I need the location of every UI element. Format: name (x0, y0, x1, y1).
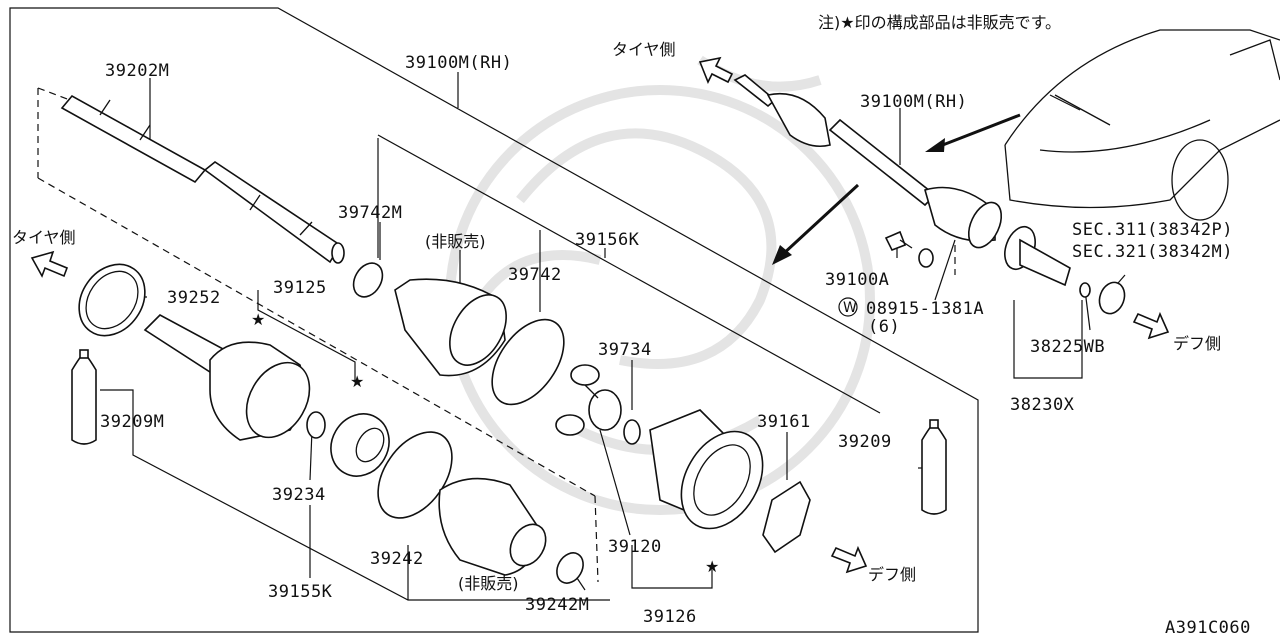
part-boot-lower (438, 477, 547, 576)
part-grease-tube-39209m (71, 349, 97, 445)
part-grease-tube-39209 (921, 419, 947, 515)
washer-symbol-circle (838, 297, 858, 317)
part-oil-seal (1098, 281, 1126, 315)
leader-lines (125, 72, 1126, 600)
part-label-39120[interactable]: 39120 (608, 537, 662, 557)
shaft-dash-line-2 (37, 177, 596, 497)
part-label-39209m[interactable]: 39209M (100, 412, 164, 432)
label-direction-tire-left: タイヤ側 (12, 228, 76, 247)
part-label-39100m-rh-left[interactable]: 39100M(RH) (405, 53, 512, 73)
arrow-direction-diff-right (1132, 311, 1170, 340)
part-label-39209[interactable]: 39209 (838, 432, 892, 452)
part-ring-39252 (78, 263, 146, 337)
part-label-39734[interactable]: 39734 (598, 340, 652, 360)
part-label-39242m[interactable]: 39242M (525, 595, 589, 615)
part-label-39125[interactable]: 39125 (273, 278, 327, 298)
group-39156k-top (377, 134, 881, 414)
part-label-39100a[interactable]: 39100A (825, 270, 889, 290)
arrow-pointer-down (772, 183, 860, 265)
part-label-sec311[interactable]: SEC.311(38342P) (1072, 220, 1233, 240)
part-shaft-39202m (60, 94, 345, 264)
vehicle-sketch (1004, 29, 1280, 221)
part-label-qty-6: (6) (868, 317, 900, 337)
part-bolt-39100a (884, 230, 913, 252)
part-label-08915[interactable]: 08915-1381A (866, 299, 984, 319)
part-ring-38225wb (1079, 282, 1091, 298)
part-label-sec321[interactable]: SEC.321(38342M) (1072, 242, 1233, 262)
part-label-39742[interactable]: 39742 (508, 265, 562, 285)
part-label-38225wb[interactable]: 38225WB (1030, 337, 1105, 357)
part-label-39242[interactable]: 39242 (370, 549, 424, 569)
part-label-39742m[interactable]: 39742M (338, 203, 402, 223)
part-snap-ring-39234 (306, 411, 326, 439)
part-band-39242m (556, 552, 584, 584)
part-label-38230x[interactable]: 38230X (1010, 395, 1075, 415)
note-not-sold: 注)★印の構成部品は非販売です。 (818, 13, 1061, 32)
label-not-sold-lower: (非販売) (458, 574, 519, 593)
shaft-dash-line-3 (594, 495, 599, 583)
diagram-code: A391C060 (1165, 618, 1251, 638)
label-not-sold-upper: (非販売) (425, 232, 486, 251)
part-label-39126[interactable]: 39126 (643, 607, 697, 627)
assembly-frame (9, 7, 979, 633)
part-band-39742 (491, 318, 565, 406)
part-flange-38230x (1004, 225, 1071, 287)
part-washer-08915 (918, 248, 934, 268)
part-boot-upper (394, 278, 507, 377)
label-direction-diff-bottom: デフ側 (868, 565, 916, 584)
label-direction-tire-top: タイヤ側 (612, 40, 676, 59)
part-drive-shaft-assembly (733, 74, 1003, 249)
part-label-39161[interactable]: 39161 (757, 412, 811, 432)
arrow-direction-tire-left (30, 250, 69, 278)
part-label-39234[interactable]: 39234 (272, 485, 326, 505)
part-label-39156k[interactable]: 39156K (575, 230, 640, 250)
part-band-39742m (352, 262, 384, 298)
star-marker-39125: ★ (251, 310, 265, 329)
part-snap-ring-39734 (623, 419, 641, 445)
star-marker-39126: ★ (705, 557, 719, 576)
part-inner-race (330, 413, 390, 477)
part-label-39202m[interactable]: 39202M (105, 61, 169, 81)
group-39125 (257, 290, 356, 380)
leader-car-to-shaft (1049, 94, 1081, 111)
group-38230x (1013, 300, 1083, 379)
part-label-39252[interactable]: 39252 (167, 288, 221, 308)
label-direction-diff-right: デフ側 (1173, 334, 1221, 353)
star-marker-inner-race: ★ (350, 372, 364, 391)
part-housing-39120 (649, 409, 764, 530)
group-39126 (631, 545, 713, 589)
part-label-39100m-rh-right[interactable]: 39100M(RH) (860, 92, 967, 112)
shaft-dash-line-4 (37, 87, 71, 101)
part-tripod (555, 364, 622, 436)
group-39209m (100, 389, 610, 601)
part-label-39155k[interactable]: 39155K (268, 582, 333, 602)
arrow-direction-tire-top (698, 56, 734, 84)
part-outer-joint-39125 (143, 314, 311, 441)
washer-symbol-letter: W (843, 300, 857, 316)
arrow-pointer-vehicle (925, 113, 1021, 152)
part-plate-39161 (762, 480, 811, 554)
arrow-direction-diff-bottom (830, 545, 868, 574)
